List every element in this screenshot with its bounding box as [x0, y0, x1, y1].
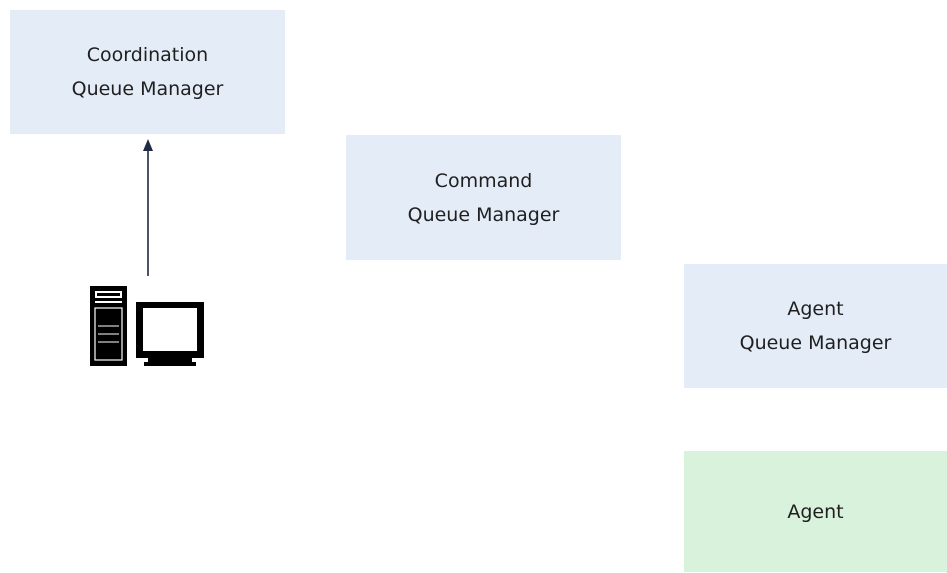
arrow-head	[143, 139, 153, 151]
computer-icon	[90, 286, 204, 366]
command-qm-line1: Command	[434, 169, 533, 192]
agent-qm-line2: Queue Manager	[739, 332, 892, 354]
coordination-queue-manager-box: Coordination Queue Manager	[10, 10, 285, 134]
arrow-up-icon	[143, 139, 153, 276]
monitor-screen	[143, 308, 197, 351]
agent-qm-line1: Agent	[787, 298, 844, 320]
agent-queue-manager-box: Agent Queue Manager	[684, 264, 947, 388]
agent-box: Agent	[684, 451, 947, 572]
command-queue-manager-box: Command Queue Manager	[346, 135, 621, 260]
monitor-neck	[148, 358, 192, 362]
agent-label: Agent	[787, 500, 844, 523]
coordination-qm-line2: Queue Manager	[71, 78, 224, 100]
coordination-qm-line1: Coordination	[86, 44, 209, 66]
monitor-base	[144, 362, 196, 366]
command-qm-line2: Queue Manager	[407, 203, 560, 226]
